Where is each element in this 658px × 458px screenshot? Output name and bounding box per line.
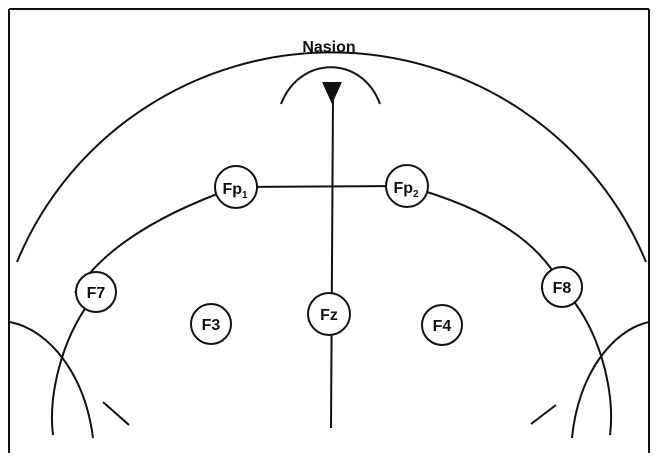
- electrode-fp1-label: Fp1: [222, 181, 248, 201]
- electrode-f8: F8: [541, 266, 583, 308]
- right-ear-outer: [571, 321, 650, 439]
- midline: [330, 96, 334, 429]
- midline-arrowhead: [322, 82, 342, 104]
- electrode-fp2: Fp2: [385, 164, 429, 208]
- nasion-bump: [280, 66, 381, 105]
- electrode-f4: F4: [421, 304, 463, 346]
- electrode-f3-label: F3: [202, 317, 221, 334]
- left-ear-mark: [102, 401, 130, 426]
- electrode-f4-label: F4: [433, 318, 452, 335]
- electrode-f8-label: F8: [553, 280, 572, 297]
- head-outline: [16, 51, 647, 263]
- electrode-f7-label: F7: [87, 285, 106, 302]
- electrode-fz-label: Fz: [320, 307, 338, 324]
- left-ear-inner: [51, 302, 90, 436]
- electrode-fz: Fz: [307, 292, 351, 336]
- nasion-label: Nasion: [302, 39, 355, 56]
- electrode-f7: F7: [75, 271, 117, 313]
- electrode-arc: [74, 184, 563, 294]
- left-ear-outer: [9, 321, 94, 439]
- right-ear-inner: [574, 302, 613, 436]
- electrode-fp1: Fp1: [214, 165, 258, 209]
- electrode-f3: F3: [190, 303, 232, 345]
- right-ear-mark: [530, 404, 557, 425]
- electrode-fp2-label: Fp2: [393, 180, 419, 200]
